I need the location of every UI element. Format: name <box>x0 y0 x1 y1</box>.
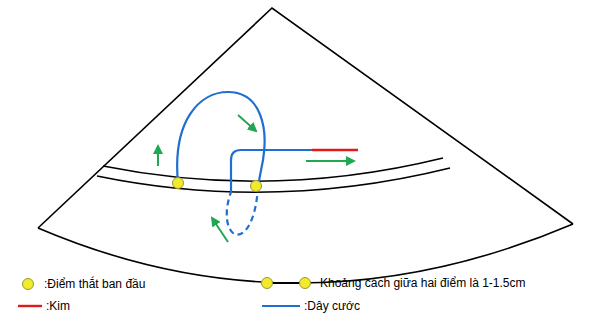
legend-line-sample <box>262 305 300 307</box>
legend-distance-sample <box>262 278 273 289</box>
direction-arrow <box>306 160 354 162</box>
direction-arrow <box>238 115 256 131</box>
hat-rim <box>38 224 573 283</box>
knot-point <box>173 178 184 189</box>
needle <box>312 149 358 151</box>
fishing-line <box>177 92 264 186</box>
legend-needle-sample <box>18 305 42 307</box>
knot-point <box>251 181 262 192</box>
hat-ring-lower <box>97 168 450 192</box>
direction-arrow <box>212 218 228 242</box>
hat-cone <box>38 8 573 228</box>
legend-label: Khoảng cách giữa hai điểm là 1-1.5cm <box>320 276 525 290</box>
legend-label: :Dây cước <box>304 299 360 313</box>
hat-ring-upper <box>103 158 443 181</box>
direction-arrow <box>157 146 159 166</box>
fishing-line <box>231 150 312 192</box>
legend-label: :Kim <box>46 299 70 313</box>
legend-label: :Điểm thắt ban đầu <box>44 277 145 291</box>
fishing-line-hidden <box>227 186 258 235</box>
legend-knot-sample <box>23 279 34 290</box>
legend-distance-sample <box>300 278 311 289</box>
